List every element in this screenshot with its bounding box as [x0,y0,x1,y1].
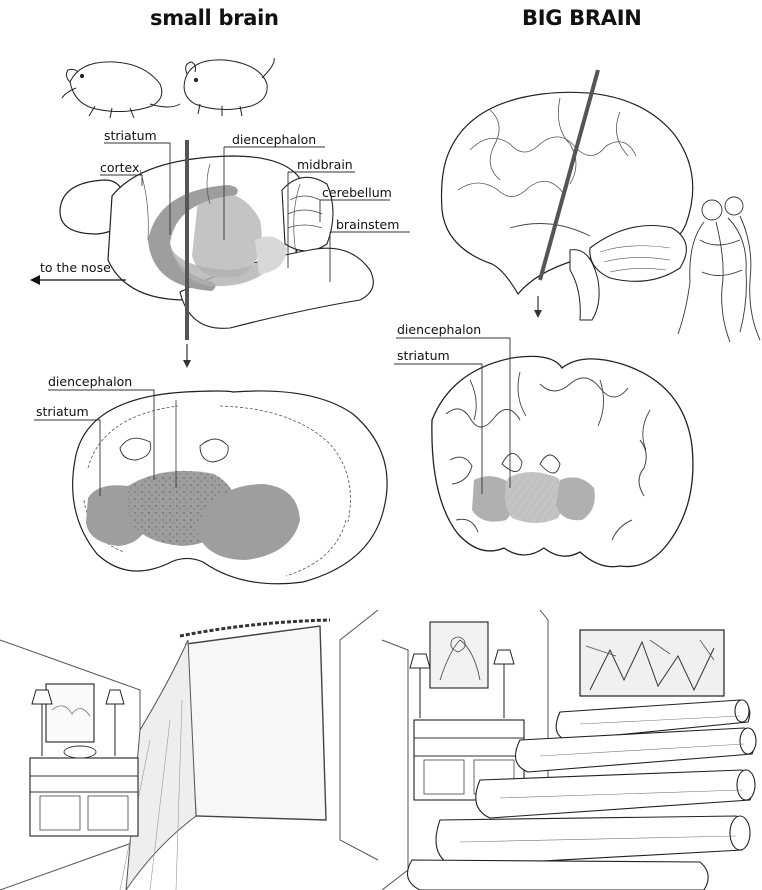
rodent-brain-coronal [73,391,388,584]
label-rodent-coronal-striatum: striatum [36,404,89,419]
small-room-sketch [0,604,378,890]
label-sagittal-striatum: striatum [104,128,157,143]
label-sagittal-brainstem: brainstem [336,217,399,232]
mice-illustration [62,58,274,118]
label-rodent-coronal-diencephalon: diencephalon [48,374,132,389]
label-to-the-nose: to the nose [40,260,111,275]
human-brain-lateral [442,92,693,320]
human-figures-sketch [678,197,760,342]
label-sagittal-midbrain: midbrain [297,157,353,172]
rodent-brain-sagittal [60,156,373,328]
label-human-coronal-striatum: striatum [397,348,450,363]
arrow-down-small [183,344,191,368]
nose-arrow [30,275,126,285]
human-brain-coronal [432,356,693,566]
label-human-coronal-diencephalon: diencephalon [397,322,481,337]
label-sagittal-cerebellum: cerebellum [322,185,392,200]
label-sagittal-cortex: cortex [100,160,139,175]
big-room-sketch [382,604,762,890]
label-sagittal-diencephalon: diencephalon [232,132,316,147]
arrow-down-big [534,296,542,318]
